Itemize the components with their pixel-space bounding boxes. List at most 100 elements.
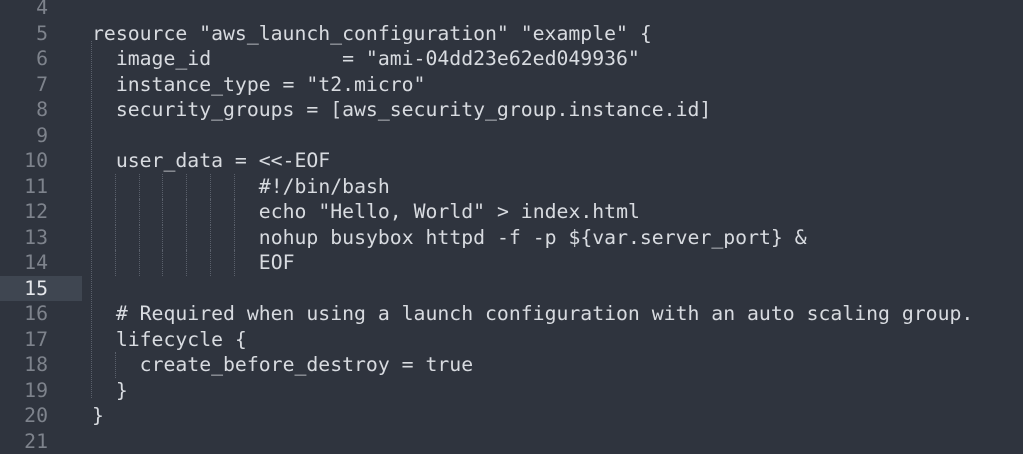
indent-guide [187, 199, 211, 225]
indent-guide [163, 199, 187, 225]
code-line[interactable]: 12 echo "Hello, World" > index.html [0, 199, 1023, 225]
line-number: 10 [0, 148, 48, 174]
line-number: 5 [0, 21, 48, 47]
code-line[interactable]: 7 instance_type = "t2.micro" [0, 72, 1023, 98]
code-text: #!/bin/bash [92, 174, 390, 200]
code-content: lifecycle { [116, 328, 247, 351]
code-text: create_before_destroy = true [92, 352, 473, 378]
code-text: } [92, 403, 104, 429]
code-line[interactable]: 19 } [0, 378, 1023, 404]
code-content: user_data = <<-EOF [116, 149, 330, 172]
line-number: 13 [0, 225, 48, 251]
code-text: image_id = "ami-04dd23e62ed049936" [92, 46, 640, 72]
code-content: } [116, 379, 128, 402]
indent [92, 251, 116, 274]
code-line[interactable]: 10 user_data = <<-EOF [0, 148, 1023, 174]
indent-guide [163, 174, 187, 200]
indent-guide [235, 250, 259, 276]
code-line[interactable]: 5 resource "aws_launch_configuration" "ex… [0, 21, 1023, 47]
indent-guide [187, 174, 211, 200]
indent-guide [163, 250, 187, 276]
indent [92, 98, 116, 121]
line-number: 18 [0, 352, 48, 378]
code-content: nohup busybox httpd -f -p ${var.server_p… [259, 226, 807, 249]
indent-guide [235, 199, 259, 225]
code-text: instance_type = "t2.micro" [92, 72, 425, 98]
indent-guide [211, 199, 235, 225]
indent-guide [211, 250, 235, 276]
indent-guide [116, 199, 140, 225]
code-text: lifecycle { [92, 327, 247, 353]
indent-guide [211, 225, 235, 251]
code-content: EOF [259, 251, 295, 274]
line-number: 8 [0, 97, 48, 123]
code-text: security_groups = [aws_security_group.in… [92, 97, 711, 123]
indent [92, 149, 116, 172]
line-number: 19 [0, 378, 48, 404]
indent [92, 47, 116, 70]
indent [92, 226, 116, 249]
code-content: image_id = "ami-04dd23e62ed049936" [116, 47, 640, 70]
code-line[interactable]: 20} [0, 403, 1023, 429]
code-text: # Required when using a launch configura… [92, 301, 973, 327]
line-number: 9 [0, 123, 48, 149]
indent-guide [187, 225, 211, 251]
line-number: 16 [0, 301, 48, 327]
indent [92, 175, 116, 198]
indent-guide [211, 174, 235, 200]
indent-guide [235, 225, 259, 251]
code-content: create_before_destroy = true [140, 353, 473, 376]
code-line[interactable]: 4 [0, 0, 1023, 21]
code-text: } [92, 378, 128, 404]
code-text: nohup busybox httpd -f -p ${var.server_p… [92, 225, 807, 251]
indent-guide [116, 225, 140, 251]
code-line[interactable]: 6 image_id = "ami-04dd23e62ed049936" [0, 46, 1023, 72]
indent [92, 302, 116, 325]
code-text: resource "aws_launch_configuration" "exa… [92, 21, 652, 47]
indent-guide [116, 174, 140, 200]
indent-guide [140, 174, 164, 200]
code-text: echo "Hello, World" > index.html [92, 199, 640, 225]
code-text: EOF [92, 250, 295, 276]
indent [92, 379, 116, 402]
code-content: # Required when using a launch configura… [116, 302, 973, 325]
line-number: 17 [0, 327, 48, 353]
indent-guide [235, 174, 259, 200]
indent-guide [163, 225, 187, 251]
line-number: 11 [0, 174, 48, 200]
indent [92, 328, 116, 351]
line-number: 21 [0, 429, 48, 454]
code-content: instance_type = "t2.micro" [116, 73, 426, 96]
code-line[interactable]: 8 security_groups = [aws_security_group.… [0, 97, 1023, 123]
code-content: security_groups = [aws_security_group.in… [116, 98, 711, 121]
line-number: 20 [0, 403, 48, 429]
code-line[interactable]: 21 [0, 429, 1023, 454]
code-content: #!/bin/bash [259, 175, 390, 198]
indent-guide [140, 250, 164, 276]
code-line[interactable]: 11 #!/bin/bash [0, 174, 1023, 200]
code-line[interactable]: 16 # Required when using a launch config… [0, 301, 1023, 327]
line-number: 6 [0, 46, 48, 72]
code-line[interactable]: 15 [0, 276, 1023, 302]
indent [92, 73, 116, 96]
indent-guide [140, 225, 164, 251]
line-number: 7 [0, 72, 48, 98]
code-text: user_data = <<-EOF [92, 148, 330, 174]
code-content: echo "Hello, World" > index.html [259, 200, 640, 223]
line-number: 15 [0, 276, 48, 302]
indent-guide [116, 250, 140, 276]
indent-guide [187, 250, 211, 276]
line-number: 14 [0, 250, 48, 276]
line-number: 4 [0, 0, 48, 21]
indent [92, 353, 116, 376]
indent-guide [116, 352, 140, 378]
code-line[interactable]: 13 nohup busybox httpd -f -p ${var.serve… [0, 225, 1023, 251]
code-line[interactable]: 17 lifecycle { [0, 327, 1023, 353]
code-line[interactable]: 18 create_before_destroy = true [0, 352, 1023, 378]
code-content: } [92, 404, 104, 427]
code-content: resource "aws_launch_configuration" "exa… [92, 22, 652, 45]
indent [92, 200, 116, 223]
code-line[interactable]: 14 EOF [0, 250, 1023, 276]
code-line[interactable]: 9 [0, 123, 1023, 149]
